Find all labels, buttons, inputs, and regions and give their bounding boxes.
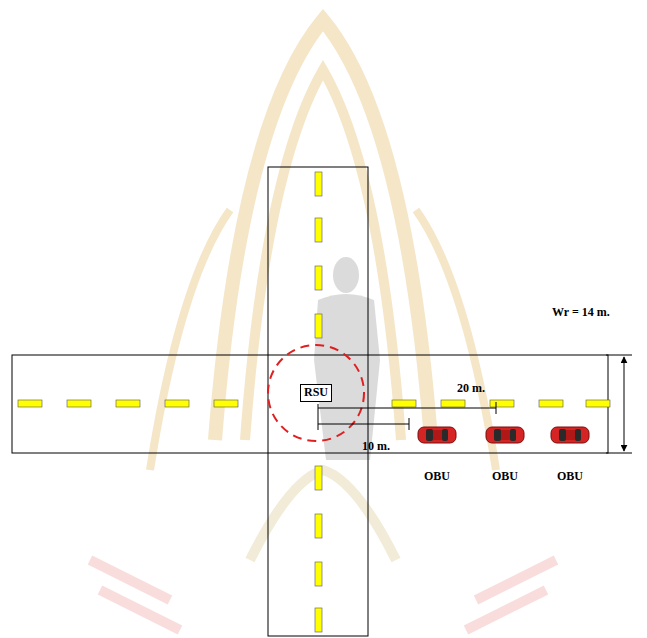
car-icon xyxy=(417,424,457,446)
car-icon xyxy=(485,424,525,446)
lane-markings xyxy=(18,172,610,632)
obu-label: OBU xyxy=(483,470,527,484)
road-width-label: Wr = 14 m. xyxy=(552,306,610,320)
distance-label: 10 m. xyxy=(362,440,390,454)
obu-vehicle: OBU xyxy=(415,424,459,484)
watermark xyxy=(90,20,556,630)
dimension-lines xyxy=(318,355,632,453)
rsu-label: RSU xyxy=(304,386,328,400)
distance-label: 20 m. xyxy=(457,382,485,396)
obu-label: OBU xyxy=(415,470,459,484)
obu-vehicle: OBU xyxy=(548,424,592,484)
rsu-range xyxy=(268,345,364,441)
rsu-box: RSU xyxy=(300,384,332,402)
obu-label: OBU xyxy=(548,470,592,484)
car-icon xyxy=(550,424,590,446)
obu-vehicle: OBU xyxy=(483,424,527,484)
